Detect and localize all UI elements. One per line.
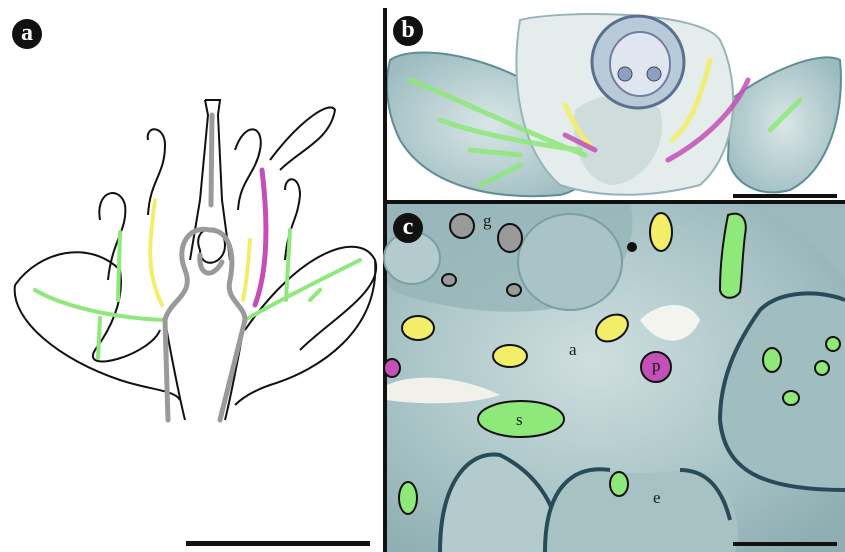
scale-bar-a — [186, 541, 370, 546]
label-p: p — [652, 356, 661, 375]
panel-divider-vertical — [383, 8, 387, 552]
label-e: e — [653, 488, 661, 507]
panel-c-micrograph — [384, 204, 845, 552]
panel-a-drawing — [15, 100, 377, 420]
label-s: s — [516, 410, 523, 429]
panel-a-grey-traces — [165, 115, 245, 420]
scale-bar-c — [733, 542, 837, 546]
panel-label-a: a — [12, 19, 42, 49]
panel-a-magenta-trace — [255, 170, 266, 305]
panel-b-micrograph — [387, 8, 845, 200]
panel-label-b: b — [393, 16, 423, 46]
label-a: a — [569, 340, 577, 359]
label-g: g — [483, 211, 492, 230]
panel-divider-horizontal — [383, 200, 845, 204]
scale-bar-b — [733, 194, 837, 198]
panel-label-c: c — [393, 213, 423, 243]
